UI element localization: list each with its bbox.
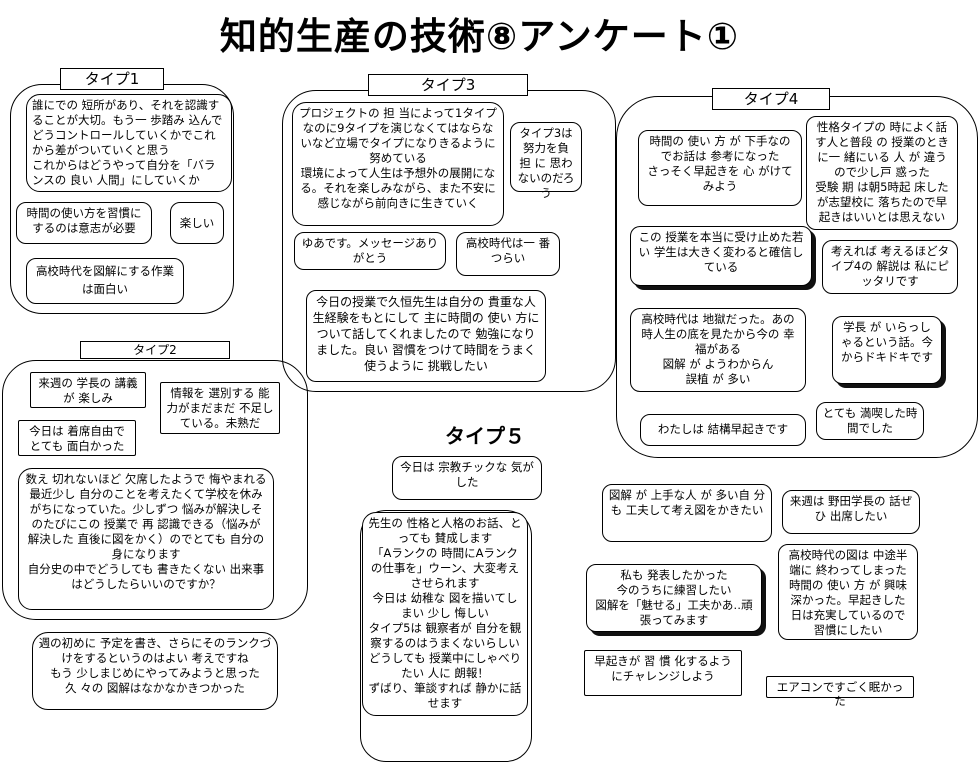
note-type2-absences: 数え 切れないほど 欠席したようで 悔やまれる最近少し 自分のことを考えたくて学…: [18, 468, 274, 610]
note-type4-president: 学長 が いらっしゃるという話。今からドキドキです: [832, 316, 942, 384]
note-type4-hell: 高校時代は 地獄だった。あの時人生の底を見たから今の 幸福がある 図解 が よう…: [630, 308, 806, 392]
note-type2-weekly-plan: 週の初めに 予定を書き、さらにそのランクづけをするというのはよい 考えですね も…: [32, 632, 278, 710]
note-want-to-present: 私も 発表したかった 今のうちに練習したい 図解を「魅せる」工夫かあ‥頑張ってみ…: [586, 564, 762, 632]
note-early-rising-habit: 早起きが 習 慣 化するようにチャレンジしよう: [584, 650, 742, 696]
note-type4-fits-me: 考えれば 考えるほどタイプ4の 解説は 私にピッタリです: [822, 240, 958, 294]
group-type2-label: タイプ2: [80, 341, 230, 359]
note-type4-enjoyed: とても 満喫した時間でした: [816, 402, 924, 440]
group-type2-outline: [2, 360, 308, 620]
group-type1-label: タイプ1: [60, 68, 164, 90]
note-type4-personality: 性格タイプの 時によく話す人と普段 の 授業のときに一 緒にいる 人 が 違うの…: [806, 116, 958, 230]
note-type5-religious: 今日は 宗教チックな 気がした: [392, 456, 542, 500]
note-highschool-diagram: 高校時代の図は 中途半端に 終わってしまった時間の 使い 方 が 興味深かった。…: [778, 544, 918, 640]
note-noda-lecture: 来週は 野田学長の 話ぜひ 出席したい: [782, 490, 920, 534]
note-type3-yua: ゆあです。メッセージありがとう: [294, 232, 446, 270]
note-type3-project: プロジェクトの 担 当によって1タイプなのに9タイプを演じなくてはならないなど立…: [292, 102, 504, 226]
group-type4-label: タイプ4: [712, 88, 830, 110]
note-type3-effort: タイプ3は 努力を負 担 に 思わないのだろう: [510, 122, 582, 200]
note-type3-lecture: 今日の授業で久恒先生は自分の 貴重な人生経験をもとにして 主に時間の 使い 方に…: [306, 290, 546, 382]
page-title: 知的生産の技術⑧アンケート①: [219, 15, 740, 58]
note-type5-teacher: 先生の 性格と人格のお話、とっても 賛成します 「Aランクの 時間にAランクの仕…: [362, 512, 528, 716]
note-type4-early-riser: わたしは 結構早起きです: [640, 414, 806, 446]
note-type2-filtering: 情報を 選別する 能力がまだまだ 不足している。未熟だ: [160, 382, 280, 434]
note-type1-diagram: 高校時代を図解にする作業は面白い: [26, 258, 184, 304]
note-aircon-sleepy: エアコンですごく眠かった: [766, 676, 914, 708]
note-type2-free-seating: 今日は 着席自由でとても 面白かった: [18, 420, 136, 456]
group-type5-label: タイプ５: [445, 424, 525, 448]
note-type2-next-week: 来週の 学長の 講義 が 楽しみ: [30, 372, 146, 408]
note-type4-time-use: 時間の 使い 方 が 下手なのでお話は 参考になった さっそく早起きを 心 がけ…: [638, 130, 802, 206]
note-many-good-diagrams: 図解 が 上手な人 が 多い自 分 も 工夫して考え図をかきたい: [602, 484, 772, 542]
survey-board: 知的生産の技術⑧アンケート① タイプ1 タイプ2 タイプ3 タイプ4 タイプ５ …: [2, 15, 978, 762]
note-type4-young-students: この 授業を本当に受け止めた若い 学生は大きく変わると確信している: [630, 226, 812, 286]
note-type1-fun: 楽しい: [170, 202, 224, 244]
note-type1-balance: 誰にでの 短所があり、それを認識することが大切。もう一 歩踏み 込んでどうコント…: [26, 94, 232, 192]
group-type3-label: タイプ3: [368, 74, 528, 96]
note-type3-highschool: 高校時代は一 番つらい: [456, 232, 560, 276]
note-type1-habit: 時間の使い方を習慣にするのは意志が必要: [16, 202, 152, 244]
